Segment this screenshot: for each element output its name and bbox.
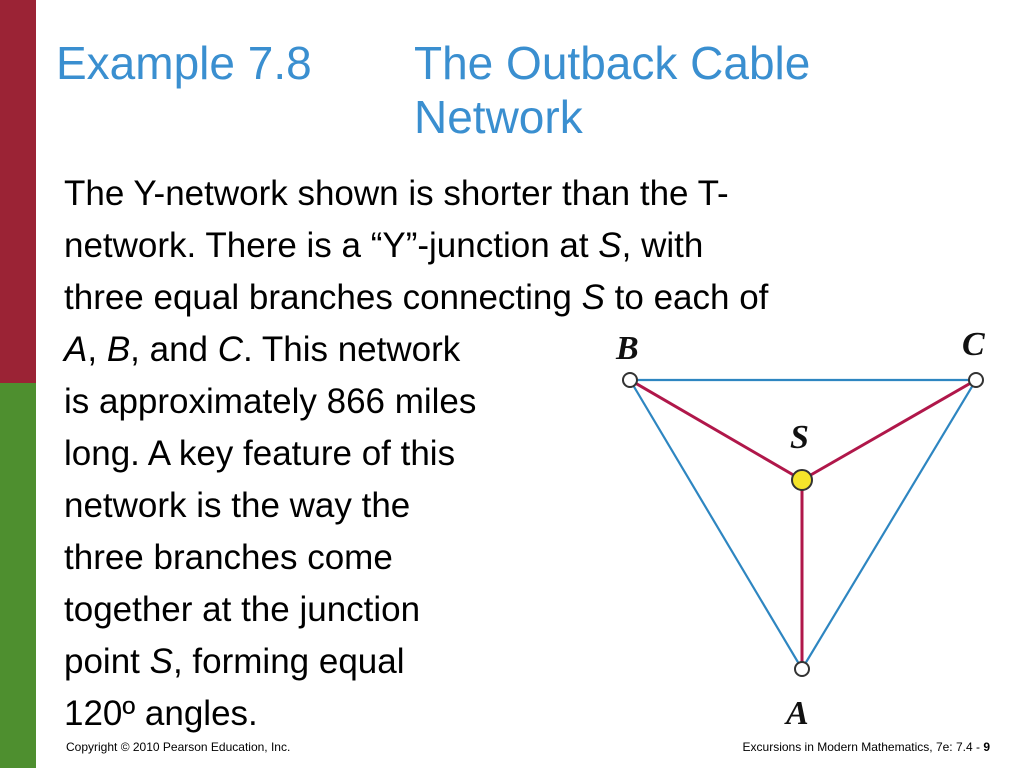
body-text: to each of xyxy=(604,278,769,317)
body-line: together at the junction xyxy=(64,584,1004,636)
body-text: . This network xyxy=(243,330,461,369)
node-c xyxy=(968,372,984,388)
node-b xyxy=(622,372,638,388)
footer-course: Excursions in Modern Mathematics, 7e: 7.… xyxy=(743,740,990,754)
body-text: point xyxy=(64,642,150,681)
body-line: long. A key feature of this xyxy=(64,428,1004,480)
body-italic: S xyxy=(598,226,622,265)
body-line: network. There is a “Y”-junction at S, w… xyxy=(64,220,1004,272)
body-text: network. There is a “Y”-junction at xyxy=(64,226,599,265)
body-paragraph: The Y-network shown is shorter than the … xyxy=(64,168,1004,740)
body-italic: B xyxy=(106,330,131,369)
body-text: is approximately 866 miles xyxy=(64,382,477,421)
body-text: The Y-network shown is shorter than the … xyxy=(64,174,729,213)
footer-copyright: Copyright © 2010 Pearson Education, Inc. xyxy=(66,740,291,754)
body-line: 120º angles. xyxy=(64,688,1004,740)
edge-b-a xyxy=(629,379,803,670)
body-line: A, B, and C. This network xyxy=(64,324,1004,376)
body-italic: S xyxy=(149,642,173,681)
accent-bar-top xyxy=(0,0,36,383)
body-text: three equal branches connecting xyxy=(64,278,582,317)
edge-c-a xyxy=(801,379,977,670)
footer-course-text: Excursions in Modern Mathematics, 7e: 7.… xyxy=(742,740,984,754)
accent-bar-bottom xyxy=(0,383,36,768)
slide-title-number: Example 7.8 xyxy=(56,37,312,89)
branch-s-b xyxy=(629,378,803,482)
junction-s xyxy=(791,469,813,491)
body-text: together at the junction xyxy=(64,590,421,629)
label-a: A xyxy=(784,695,809,732)
label-s: S xyxy=(790,419,809,456)
label-b: B xyxy=(615,330,639,367)
body-italic: S xyxy=(581,278,605,317)
body-text: 120º angles. xyxy=(64,694,258,733)
body-text: long. A key feature of this xyxy=(64,434,456,473)
body-line: The Y-network shown is shorter than the … xyxy=(64,168,1004,220)
body-text: , with xyxy=(621,226,704,265)
body-italic: A xyxy=(64,330,88,369)
body-text: three branches come xyxy=(64,538,393,577)
body-line: is approximately 866 miles xyxy=(64,376,1004,428)
body-line: point S, forming equal xyxy=(64,636,1004,688)
slide-title: The Outback Cable Network xyxy=(414,37,811,143)
body-line: three branches come xyxy=(64,532,1004,584)
body-line: three equal branches connecting S to eac… xyxy=(64,272,1004,324)
body-text: network is the way the xyxy=(64,486,411,525)
body-italic: C xyxy=(217,330,244,369)
body-text: , and xyxy=(130,330,218,369)
body-text: , xyxy=(87,330,107,369)
y-network-diagram: B C S A xyxy=(615,326,985,732)
page-number: 9 xyxy=(983,740,990,754)
branch-s-c xyxy=(801,378,977,482)
node-a xyxy=(794,661,810,677)
body-line: network is the way the xyxy=(64,480,1004,532)
body-text: , forming equal xyxy=(172,642,405,681)
label-c: C xyxy=(962,326,985,363)
